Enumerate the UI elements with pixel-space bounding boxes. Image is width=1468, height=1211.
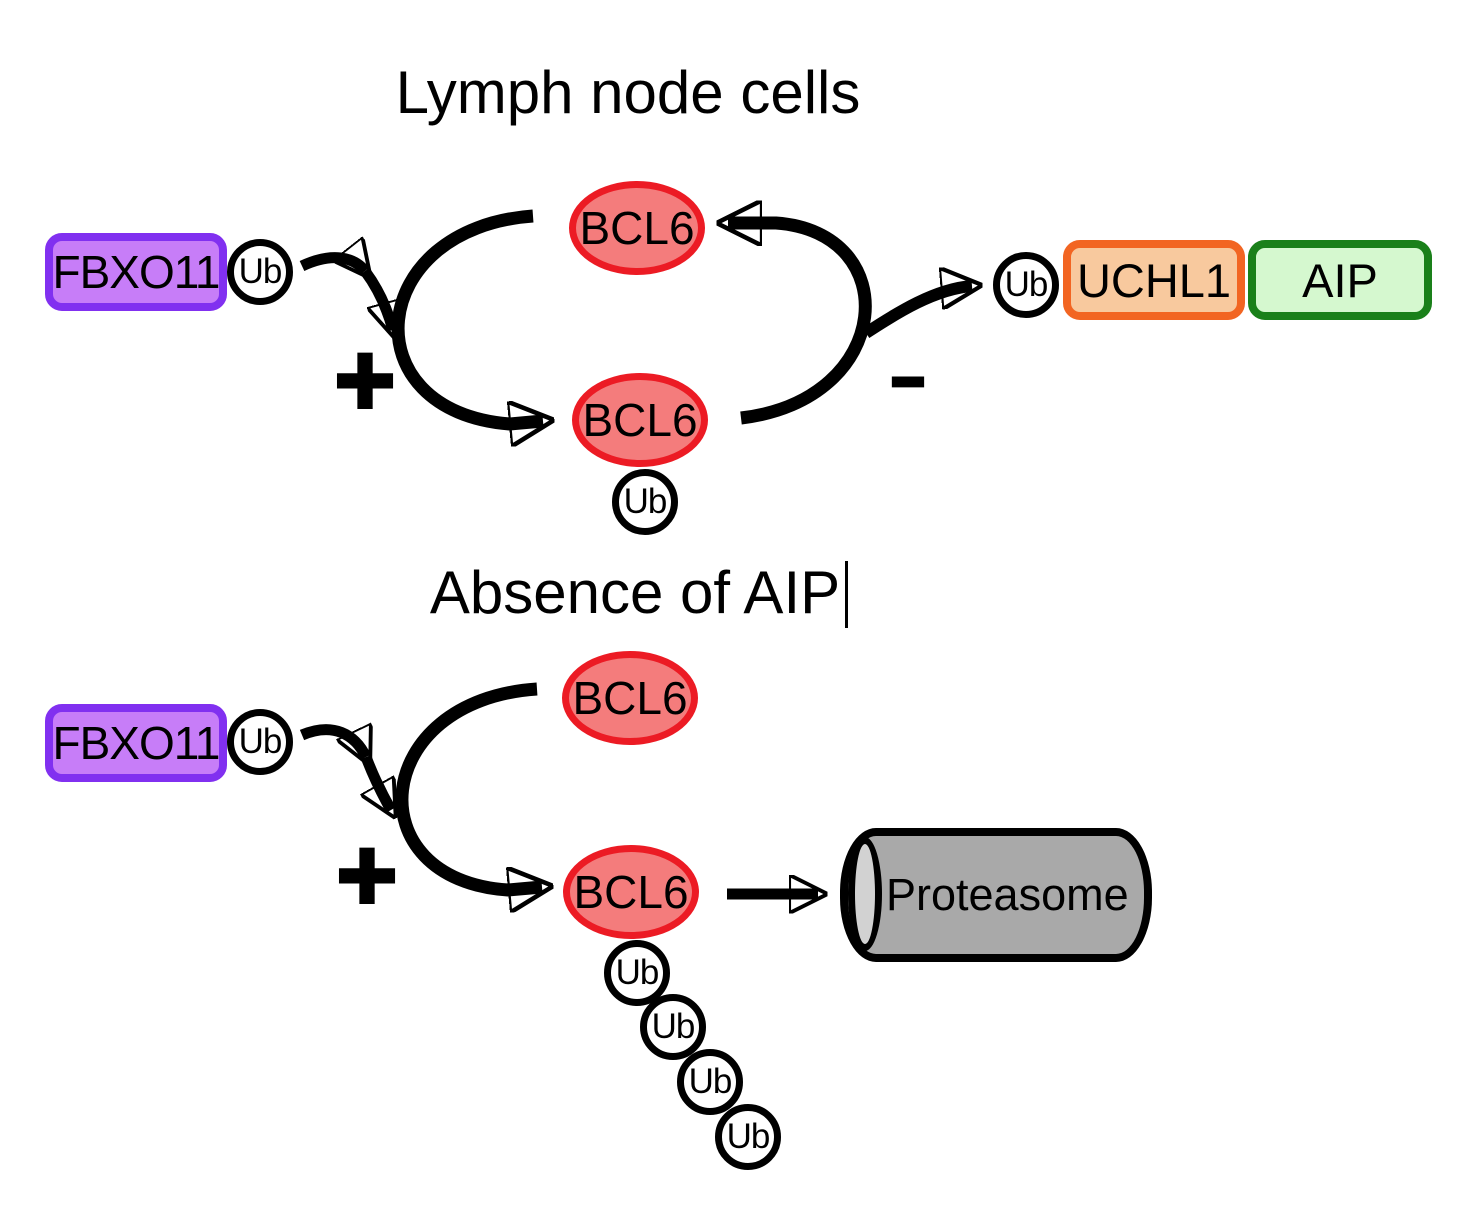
ub-chain-4: Ub [715, 1104, 781, 1170]
fbxo11-box-bottom: FBXO11 [45, 704, 227, 782]
uchl1-box: UCHL1 [1063, 240, 1245, 320]
ub-badge-uchl1: Ub [993, 252, 1059, 318]
proteasome-cap [848, 837, 882, 951]
bcl6-ellipse-top-2: BCL6 [562, 651, 698, 745]
ub-chain-3: Ub [677, 1049, 743, 1115]
bottom-section-title: Absence of AIP [429, 559, 841, 626]
fbxo11-arrow-bottom-seg1 [299, 730, 366, 757]
ub-badge-fbxo11-bottom: Ub [227, 709, 293, 775]
proteasome-cylinder: Proteasome [840, 828, 1152, 962]
ub-release-arrow [862, 286, 972, 339]
text-cursor [845, 561, 848, 628]
minus-sign-top: − [890, 356, 925, 405]
fbxo11-arrow-top-seg1 [299, 258, 365, 271]
ub-badge-fbxo11-top: Ub [227, 239, 293, 305]
ubiquitination-arc-top [391, 209, 543, 424]
bcl6-ellipse-bottom-1: BCL6 [572, 373, 708, 467]
ub-badge-bcl6: Ub [612, 469, 678, 535]
fbxo11-box-top: FBXO11 [45, 233, 227, 311]
bcl6-ellipse-bottom-2: BCL6 [563, 845, 699, 939]
fbxo11-arrow-top-seg2 [360, 267, 393, 330]
proteasome-label: Proteasome [886, 869, 1129, 920]
top-section-title: Lymph node cells [395, 59, 861, 126]
bcl6-ellipse-top-1: BCL6 [569, 181, 705, 275]
fbxo11-arrow-bottom-seg2 [366, 755, 391, 810]
plus-sign-bottom: + [333, 827, 400, 920]
deubiquitination-arc-top [728, 223, 872, 425]
plus-sign-top: + [331, 332, 398, 425]
ub-chain-1: Ub [604, 940, 670, 1006]
aip-box: AIP [1248, 240, 1432, 320]
ub-chain-2: Ub [640, 994, 706, 1060]
ubiquitination-arc-bottom [395, 682, 542, 890]
